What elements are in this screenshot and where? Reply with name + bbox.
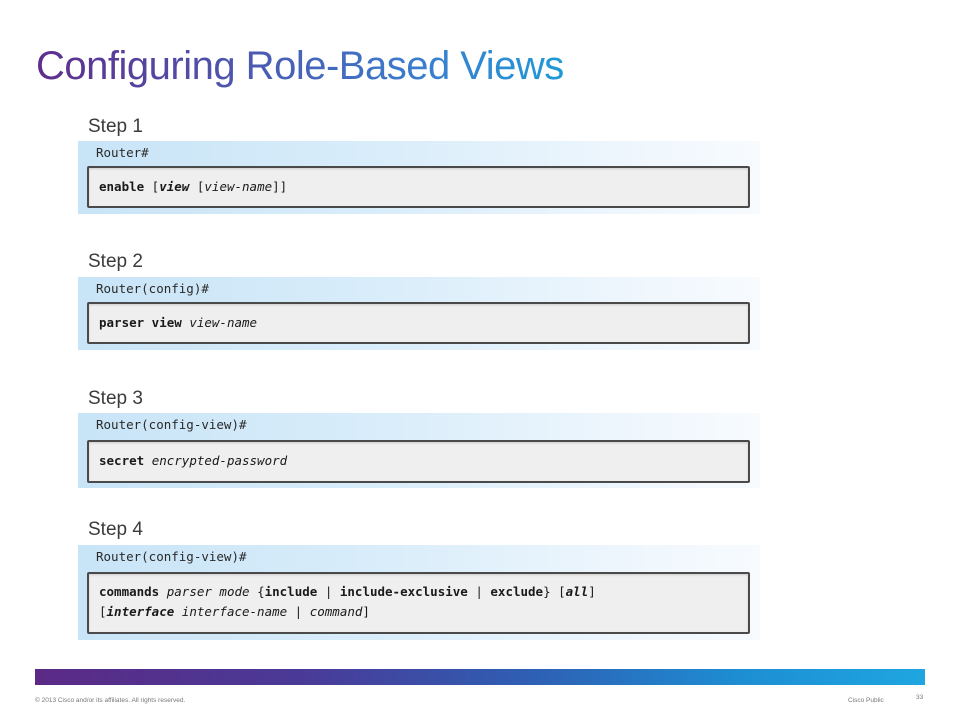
- footer-classification: Cisco Public: [848, 697, 884, 704]
- step-1-label: Step 1: [88, 116, 143, 137]
- step-4-panel: Router(config-view)# commands parser mod…: [78, 545, 760, 640]
- command-keyword: include-exclusive: [339, 584, 468, 599]
- command-syntax: [: [144, 179, 160, 194]
- step-2-label: Step 2: [88, 251, 143, 272]
- command-argument: all: [565, 584, 589, 599]
- command-syntax: ]]: [272, 179, 288, 194]
- command-argument: interface: [106, 604, 175, 619]
- command-argument: parser mode: [166, 584, 250, 599]
- step-2-prompt: Router(config)#: [96, 281, 209, 296]
- command-argument: view: [159, 179, 190, 194]
- step-4-command-box: commands parser mode {include | include-…: [87, 572, 750, 634]
- step-3-label: Step 3: [88, 388, 143, 409]
- footer-copyright: © 2013 Cisco and/or its affiliates. All …: [35, 697, 186, 704]
- command-argument: view-name: [189, 315, 258, 330]
- command-keyword: include: [264, 584, 318, 599]
- page-number: 33: [916, 694, 924, 701]
- command-line: [interface interface-name | command]: [99, 602, 738, 622]
- step-3-prompt: Router(config-view)#: [96, 417, 247, 432]
- command-keyword: enable: [99, 179, 145, 194]
- command-syntax: [159, 584, 167, 599]
- step-2-panel: Router(config)# parser view view-name: [78, 277, 760, 350]
- command-syntax: {: [249, 584, 265, 599]
- step-1-command-box: enable [view [view-name]]: [87, 166, 750, 208]
- step-4-label: Step 4: [88, 519, 143, 540]
- slide-title: Configuring Role-Based Views: [36, 44, 564, 88]
- command-syntax: [174, 604, 182, 619]
- command-line: commands parser mode {include | include-…: [99, 582, 738, 602]
- command-line: parser view view-name: [99, 313, 738, 333]
- command-syntax: [: [99, 604, 107, 619]
- command-line: enable [view [view-name]]: [99, 177, 738, 197]
- step-2-command-box: parser view view-name: [87, 302, 750, 344]
- command-keyword: commands: [99, 584, 160, 599]
- command-argument: interface-name: [181, 604, 288, 619]
- footer-gradient-bar: [35, 669, 925, 685]
- command-syntax: [144, 453, 152, 468]
- command-line: secret encrypted-password: [99, 451, 738, 471]
- command-syntax: |: [467, 584, 491, 599]
- step-3-command-box: secret encrypted-password: [87, 440, 750, 483]
- command-syntax: |: [317, 584, 340, 599]
- step-1-panel: Router# enable [view [view-name]]: [78, 141, 760, 214]
- command-keyword: parser view: [99, 315, 182, 330]
- command-syntax: ]: [362, 604, 370, 619]
- command-syntax: ]: [588, 584, 596, 599]
- step-3-panel: Router(config-view)# secret encrypted-pa…: [78, 413, 760, 488]
- command-argument: encrypted-password: [151, 453, 288, 468]
- command-argument: command: [309, 604, 363, 619]
- step-1-prompt: Router#: [96, 145, 149, 160]
- command-syntax: |: [287, 604, 310, 619]
- step-4-prompt: Router(config-view)#: [96, 549, 247, 564]
- command-keyword: exclude: [490, 584, 544, 599]
- command-argument: view-name: [204, 179, 273, 194]
- command-syntax: } [: [543, 584, 566, 599]
- command-keyword: secret: [99, 453, 145, 468]
- command-syntax: [: [189, 179, 205, 194]
